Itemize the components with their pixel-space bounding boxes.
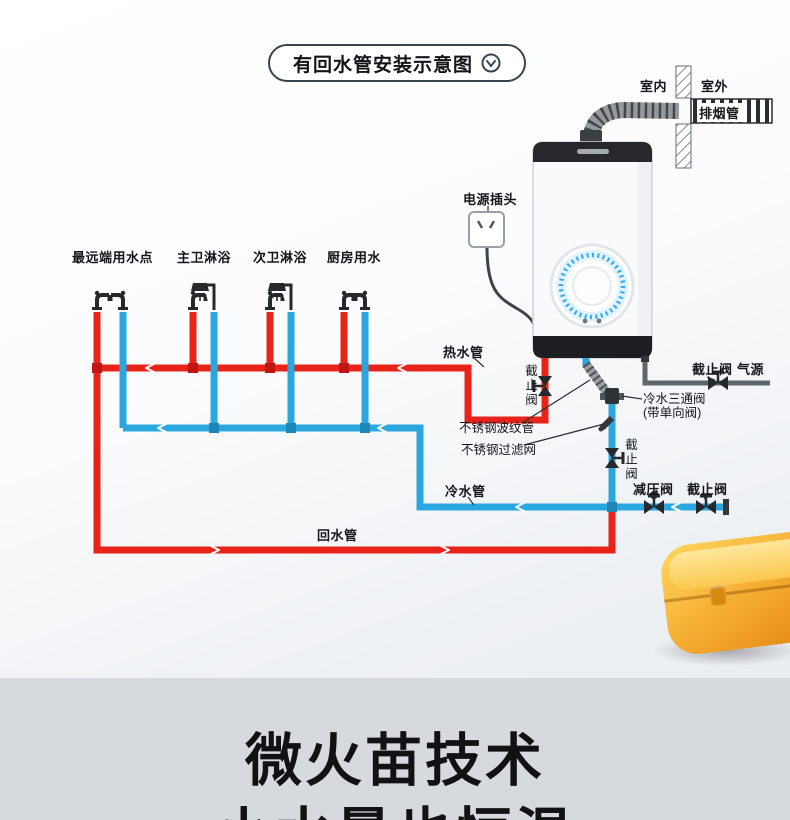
label-return-pipe: 回水管 bbox=[317, 528, 358, 543]
faucet-icon bbox=[90, 288, 111, 312]
label-inlet-stop-valve: 截止阀 bbox=[687, 482, 728, 497]
filter bbox=[598, 415, 615, 432]
label-filter: 不锈钢过滤网 bbox=[461, 443, 537, 457]
label-outdoor: 室外 bbox=[701, 79, 729, 94]
installation-diagram bbox=[90, 65, 773, 555]
return-pipe bbox=[93, 312, 616, 554]
water-heater bbox=[532, 141, 653, 359]
label-hot-pipe: 热水管 bbox=[443, 345, 484, 360]
label-tap-second-bath: 次卫淋浴 bbox=[253, 250, 308, 265]
label-corrugated-hose: 不锈钢波纹管 bbox=[459, 421, 535, 435]
footer-band: 微火苗技术 小水量也恒温 bbox=[0, 678, 790, 820]
label-hot-stop-valve: 截止阀 bbox=[523, 364, 537, 408]
label-gas-source: 气源 bbox=[737, 362, 765, 377]
label-cold-pipe: 冷水管 bbox=[445, 484, 486, 499]
label-tap-kitchen: 厨房用水 bbox=[327, 250, 382, 265]
label-three-way-valve-note: (带单向阀) bbox=[643, 406, 702, 420]
label-tap-master-bath: 主卫淋浴 bbox=[177, 250, 232, 265]
label-cold-stop-valve: 截止阀 bbox=[623, 438, 637, 482]
yellow-product-case bbox=[657, 528, 790, 658]
label-power-plug: 电源插头 bbox=[463, 192, 518, 207]
section-title-badge: 有回水管安装示意图 bbox=[268, 44, 526, 82]
leader-lines bbox=[467, 206, 716, 506]
brand-logo bbox=[577, 149, 609, 154]
label-tap-farthest: 最远端用水点 bbox=[72, 250, 154, 265]
chevron-down-icon bbox=[481, 53, 501, 73]
label-prv: 减压阀 bbox=[633, 482, 674, 497]
faucet-icon bbox=[109, 288, 130, 312]
cold-water-pipes bbox=[119, 312, 729, 515]
gas-pipe bbox=[641, 356, 770, 386]
faucet-icon bbox=[263, 288, 284, 312]
power-outlet bbox=[468, 211, 505, 248]
corrugated-hose bbox=[582, 361, 612, 397]
exhaust-elbow bbox=[580, 101, 680, 147]
three-way-valve bbox=[600, 388, 624, 404]
section-title: 有回水管安装示意图 bbox=[292, 54, 473, 76]
inlet-stop-valve-icon bbox=[694, 494, 718, 516]
label-exhaust-pipe: 排烟管 bbox=[697, 103, 742, 122]
hot-water-pipes bbox=[92, 312, 549, 424]
label-gas-stop-valve: 截止阀 bbox=[692, 362, 733, 377]
case-latch bbox=[708, 584, 728, 607]
power-cord bbox=[485, 246, 538, 337]
subheadline-clipped: 小水量也恒温 bbox=[0, 805, 790, 820]
faucet-icon bbox=[186, 288, 207, 312]
label-indoor: 室内 bbox=[640, 79, 668, 94]
heater-dial bbox=[549, 243, 635, 329]
label-three-way-valve: 冷水三通阀 bbox=[643, 392, 706, 406]
wall-hatch bbox=[675, 65, 692, 169]
headline: 微火苗技术 bbox=[245, 729, 545, 793]
flow-arrows bbox=[145, 363, 681, 555]
